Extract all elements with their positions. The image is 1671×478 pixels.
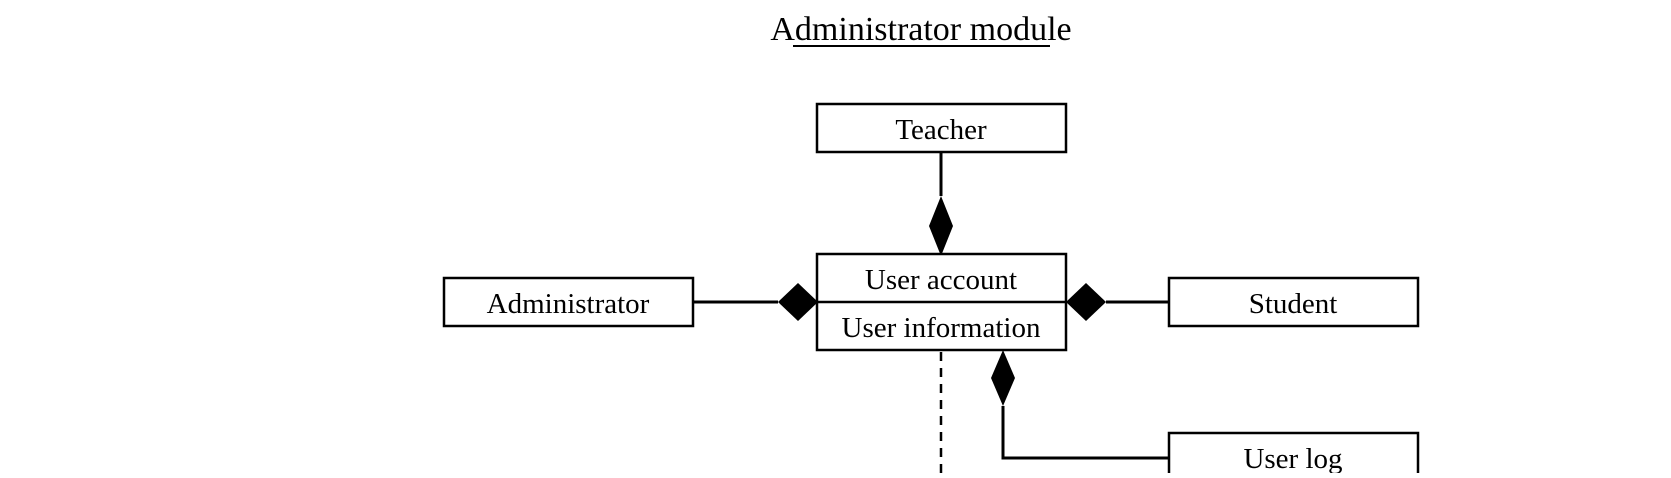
user-account-label: User account — [865, 264, 1017, 296]
node-administrator: Administrator — [442, 276, 695, 328]
user-information-label: User information — [842, 312, 1041, 344]
user-log-label: User log — [1243, 443, 1342, 473]
node-user-account: User account User information — [815, 252, 1068, 352]
composition-diamond-administrator — [778, 283, 818, 321]
administrator-box — [442, 276, 695, 328]
composition-diamond-student — [1066, 283, 1106, 321]
relation-administrator-user-account — [693, 283, 818, 321]
relation-teacher-user-account — [929, 152, 953, 256]
relation-user-log-user-information — [991, 350, 1169, 460]
node-teacher: Teacher — [815, 102, 1068, 154]
node-user-log: User log — [1167, 431, 1420, 478]
teacher-label: Teacher — [895, 114, 987, 146]
relation-student-user-account — [1066, 283, 1169, 321]
administrator-label: Administrator — [487, 288, 650, 320]
composition-diamond-user-log — [991, 350, 1015, 406]
user-log-connector-line — [1001, 406, 1169, 460]
student-label: Student — [1249, 288, 1338, 320]
diagram-title: Administrator module — [770, 11, 1071, 48]
user-log-box — [1167, 431, 1420, 478]
composition-diamond-teacher — [929, 196, 953, 256]
node-student: Student — [1167, 276, 1420, 328]
